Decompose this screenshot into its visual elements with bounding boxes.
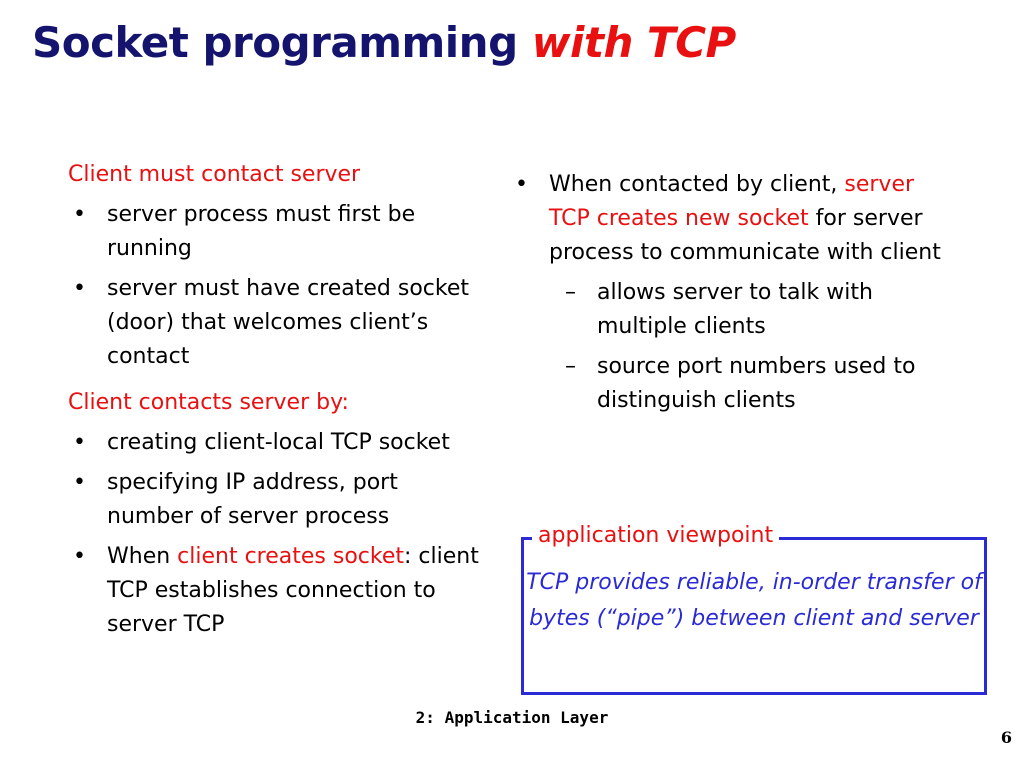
text-segment: When contacted by client, — [549, 172, 845, 197]
client-contact-heading: Client must contact server — [68, 162, 361, 187]
sub-item-text: allows server to talk with multiple clie… — [597, 280, 873, 339]
viewpoint-label: application viewpoint — [532, 520, 780, 552]
title-accent: with TCP — [531, 18, 737, 67]
bullet-icon: • — [73, 276, 86, 301]
list-item: • creating client-local TCP socket — [68, 426, 488, 460]
bullet-icon: • — [73, 430, 86, 455]
list-item: • When client creates socket: client TCP… — [68, 540, 488, 642]
client-contacts-heading: Client contacts server by: — [68, 390, 349, 415]
bullet-icon: • — [73, 544, 86, 569]
list-item: • When contacted by client, server TCP c… — [510, 168, 950, 270]
page-number: 6 — [1000, 728, 1012, 747]
list-item: • server must have created socket (door)… — [68, 272, 488, 374]
list-item: • server process must first be running — [68, 198, 488, 266]
text-segment: When — [107, 544, 178, 569]
dash-icon: – — [565, 354, 576, 379]
sub-item-text: source port numbers used to distinguish … — [597, 354, 916, 413]
highlight-text: client creates socket — [177, 544, 405, 569]
list-item-text: specifying IP address, port number of se… — [107, 470, 398, 529]
title-main: Socket programming — [32, 18, 532, 67]
text-segment: : client TCP establishes connection to s… — [107, 544, 479, 637]
list-item-text: creating client-local TCP socket — [107, 430, 450, 455]
text-segment: for server process to communicate with c… — [549, 206, 941, 265]
list-item: • specifying IP address, port number of … — [68, 466, 488, 534]
bullet-icon: • — [73, 202, 86, 227]
sub-list-item: – allows server to talk with multiple cl… — [510, 276, 950, 344]
right-column: • When contacted by client, server TCP c… — [510, 162, 950, 424]
sub-list-item: – source port numbers used to distinguis… — [510, 350, 950, 418]
left-column: Client must contact server • server proc… — [68, 158, 488, 648]
list-item-text: server process must first be running — [107, 202, 416, 261]
list-item-text: When contacted by client, server TCP cre… — [549, 172, 941, 265]
bullet-icon: • — [515, 172, 528, 197]
list-item-text: server must have created socket (door) t… — [107, 276, 469, 369]
list-item-text: When client creates socket: client TCP e… — [107, 544, 479, 637]
viewpoint-text: TCP provides reliable, in-order transfer… — [526, 570, 982, 631]
footer-text: 2: Application Layer — [415, 708, 609, 727]
dash-icon: – — [565, 280, 576, 305]
slide-title: Socket programming with TCP — [32, 18, 736, 67]
highlight-text: server TCP creates new socket — [549, 172, 915, 231]
bullet-icon: • — [73, 470, 86, 495]
